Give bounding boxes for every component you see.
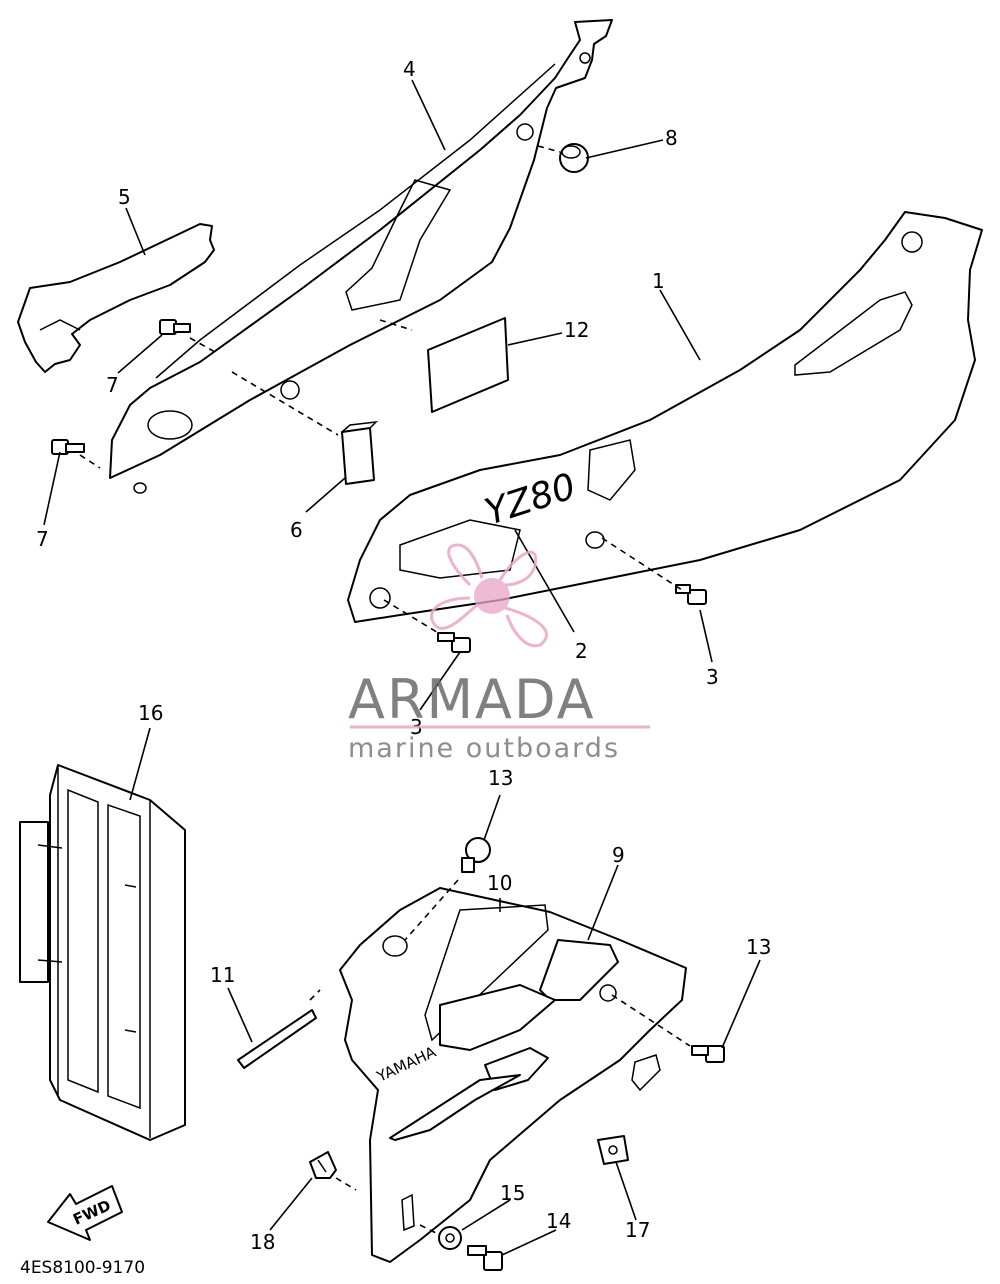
part-16-radiator-guard — [19, 764, 186, 1141]
washer-15 — [438, 1226, 462, 1250]
callout-6: 6 — [290, 518, 303, 542]
part-4-side-frame-cover — [109, 19, 613, 494]
bolt-13-upper — [461, 837, 491, 873]
callout-5: 5 — [118, 185, 131, 209]
callout-13-upper: 13 — [488, 766, 513, 790]
callout-16: 16 — [138, 701, 163, 725]
callout-9: 9 — [612, 843, 625, 867]
callout-10: 10 — [487, 871, 512, 895]
document-code: 4ES8100-9170 — [20, 1258, 145, 1278]
callout-12: 12 — [564, 318, 589, 342]
callout-8: 8 — [665, 126, 678, 150]
part-5-side-plate — [17, 223, 215, 373]
watermark-tagline: marine outboards — [348, 733, 620, 764]
clip-18 — [309, 1151, 337, 1179]
assembly-lines — [79, 145, 691, 1236]
callout-7-upper: 7 — [106, 373, 119, 397]
callout-18: 18 — [250, 1230, 275, 1254]
nut-17 — [597, 1135, 629, 1165]
fwd-arrow-icon: FWD — [47, 1185, 123, 1241]
propeller-logo-icon — [430, 543, 548, 648]
callout-4: 4 — [403, 57, 416, 81]
callout-1: 1 — [652, 269, 665, 293]
callout-7-lower: 7 — [36, 527, 49, 551]
bolt-13-right — [691, 1045, 725, 1063]
part-9-radiator-shroud: YAMAHA — [339, 887, 687, 1263]
bolt-7-lower — [51, 439, 85, 455]
part-12-label — [427, 317, 509, 413]
part-11-strip — [237, 1009, 317, 1069]
callout-2: 2 — [575, 639, 588, 663]
callout-13-right: 13 — [746, 935, 771, 959]
callout-numbers: 4 5 8 1 12 7 7 6 2 3 3 16 13 9 10 13 11 … — [36, 57, 771, 1254]
bolt-3-right — [675, 584, 707, 605]
callout-11: 11 — [210, 963, 235, 987]
part-1-side-cover: YZ80 — [347, 211, 983, 623]
callout-14: 14 — [546, 1209, 571, 1233]
bolt-14 — [467, 1245, 503, 1271]
callout-17: 17 — [625, 1218, 650, 1242]
part-6-damper — [341, 421, 379, 485]
bolt-3-left — [437, 632, 471, 653]
leader-lines — [43, 79, 761, 1256]
bolt-7-upper — [159, 319, 191, 335]
part-8-grommet — [559, 143, 589, 173]
watermark-brand: ARMADA — [348, 668, 596, 731]
armada-watermark: ARMADA marine outboards — [348, 543, 650, 764]
callout-3-right: 3 — [706, 665, 719, 689]
callout-15: 15 — [500, 1181, 525, 1205]
